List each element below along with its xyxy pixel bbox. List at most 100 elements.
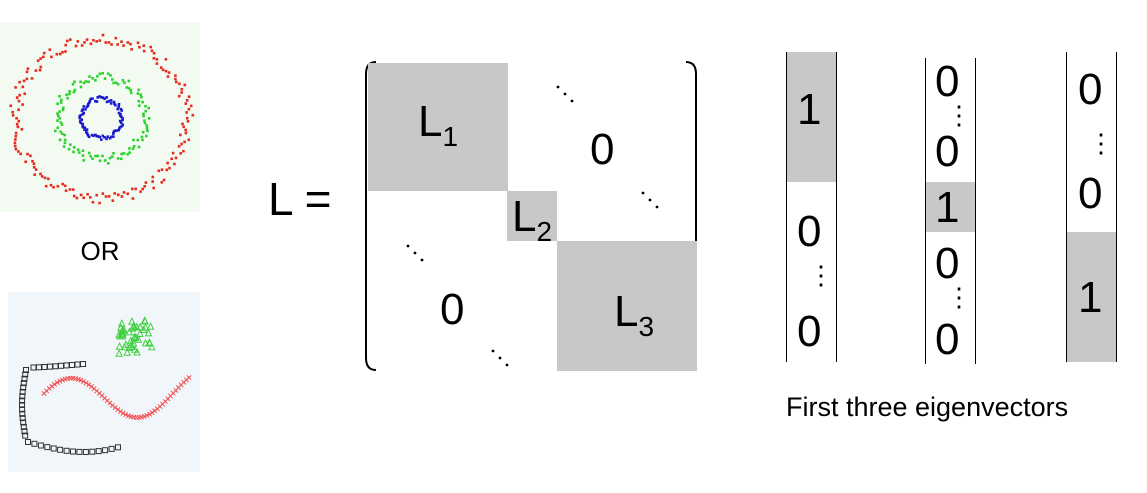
outer-ring-point bbox=[68, 188, 72, 191]
eigenvector-3-block bbox=[1066, 232, 1116, 362]
middle-ring-point bbox=[109, 74, 112, 77]
outer-ring-point bbox=[32, 166, 36, 169]
outer-ring-point bbox=[120, 40, 123, 43]
middle-ring-point bbox=[128, 151, 131, 154]
middle-ring-point bbox=[61, 108, 65, 112]
middle-ring-point bbox=[98, 72, 102, 76]
middle-ring-point bbox=[94, 154, 97, 158]
square-marker bbox=[50, 445, 57, 452]
inner-ring-point bbox=[90, 133, 94, 137]
inner-ring-point bbox=[107, 99, 111, 103]
outer-ring-point bbox=[187, 138, 191, 142]
inner-ring-point bbox=[79, 114, 82, 117]
outer-ring-point bbox=[182, 149, 185, 153]
middle-ring-point bbox=[119, 157, 123, 161]
inner-ring-point bbox=[86, 134, 90, 137]
outer-ring-point bbox=[47, 177, 50, 181]
outer-ring-point bbox=[184, 131, 188, 135]
outer-ring-point bbox=[39, 65, 43, 69]
outer-ring-point bbox=[22, 79, 26, 83]
eigenvector-1-left-bar bbox=[786, 52, 787, 362]
middle-ring-point bbox=[138, 104, 141, 107]
middle-ring-point bbox=[137, 99, 141, 103]
eigenvector-1-vdots: ⋮ bbox=[808, 260, 834, 290]
triangle-marker bbox=[132, 322, 141, 331]
square-marker bbox=[30, 364, 37, 371]
middle-ring-point bbox=[59, 101, 63, 104]
outer-ring-point bbox=[11, 110, 14, 114]
outer-ring-point bbox=[21, 103, 24, 106]
eigenvector-3-one: 1 bbox=[1078, 273, 1103, 322]
eigenvector-3-zero-a: 0 bbox=[1078, 65, 1103, 114]
middle-ring-point bbox=[137, 88, 140, 92]
inner-ring-point bbox=[112, 100, 116, 104]
middle-ring-point bbox=[125, 86, 129, 89]
outer-ring-point bbox=[131, 197, 135, 200]
inner-ring-point bbox=[110, 135, 113, 139]
inner-ring-point bbox=[108, 136, 112, 140]
outer-ring-point bbox=[13, 141, 17, 145]
outer-ring-point bbox=[138, 45, 141, 49]
middle-ring-point bbox=[128, 147, 131, 150]
inner-ring-point bbox=[105, 96, 108, 99]
outer-ring-point bbox=[104, 41, 108, 44]
inner-ring-point bbox=[79, 121, 83, 125]
outer-ring-point bbox=[36, 59, 40, 62]
middle-ring-point bbox=[136, 138, 140, 142]
square-marker bbox=[108, 445, 115, 452]
square-marker bbox=[20, 419, 27, 426]
outer-ring-point bbox=[50, 55, 53, 59]
triangle-marker bbox=[123, 348, 132, 356]
inner-ring-point bbox=[119, 112, 122, 116]
middle-ring-point bbox=[65, 93, 68, 97]
inner-ring-point bbox=[113, 102, 116, 106]
outer-ring-point bbox=[150, 49, 154, 53]
outer-ring-point bbox=[120, 195, 124, 198]
outer-ring-point bbox=[16, 125, 20, 129]
outer-ring-point bbox=[15, 122, 19, 126]
eigenvector-2-zero-b: 0 bbox=[935, 127, 960, 176]
middle-ring-point bbox=[131, 147, 135, 150]
middle-ring-point bbox=[94, 79, 97, 82]
outer-ring-point bbox=[15, 96, 19, 99]
eigenvector-3-right-bar bbox=[1116, 52, 1117, 362]
cross-marker bbox=[54, 380, 60, 386]
middle-ring-point bbox=[147, 106, 150, 110]
inner-ring-point bbox=[86, 104, 90, 108]
square-marker bbox=[22, 432, 29, 439]
outer-ring-point bbox=[25, 70, 29, 74]
inner-ring-point bbox=[117, 111, 121, 115]
middle-ring-point bbox=[127, 79, 131, 83]
inner-ring-point bbox=[120, 109, 123, 112]
middle-ring-point bbox=[110, 155, 114, 158]
middle-ring-point bbox=[68, 90, 71, 93]
middle-ring-point bbox=[122, 152, 126, 155]
middle-ring-point bbox=[87, 151, 91, 155]
square-marker bbox=[19, 402, 25, 408]
middle-ring-point bbox=[123, 81, 126, 84]
eigenvector-2-zero-c: 0 bbox=[935, 239, 960, 288]
middle-ring-point bbox=[96, 154, 100, 158]
triangle-marker bbox=[125, 327, 134, 336]
middle-ring-point bbox=[62, 106, 65, 110]
outer-ring-point bbox=[39, 172, 42, 176]
outer-ring-point bbox=[165, 168, 169, 172]
outer-ring-point bbox=[114, 36, 118, 40]
outer-ring-point bbox=[95, 40, 98, 43]
outer-ring-point bbox=[19, 152, 22, 156]
triangle-marker bbox=[141, 316, 149, 325]
outer-ring-point bbox=[34, 69, 38, 72]
cross-marker bbox=[57, 378, 63, 384]
outer-ring-point bbox=[56, 184, 60, 188]
middle-ring-point bbox=[129, 88, 132, 92]
square-marker bbox=[25, 439, 31, 445]
outer-ring-point bbox=[21, 85, 25, 89]
outer-ring-point bbox=[162, 178, 166, 182]
middle-ring-point bbox=[112, 152, 115, 155]
outer-ring-point bbox=[111, 199, 115, 202]
outer-ring-point bbox=[187, 107, 191, 111]
inner-ring-point bbox=[80, 118, 84, 121]
middle-ring-point bbox=[103, 77, 107, 80]
middle-ring-point bbox=[82, 81, 86, 85]
middle-ring-point bbox=[56, 126, 60, 129]
